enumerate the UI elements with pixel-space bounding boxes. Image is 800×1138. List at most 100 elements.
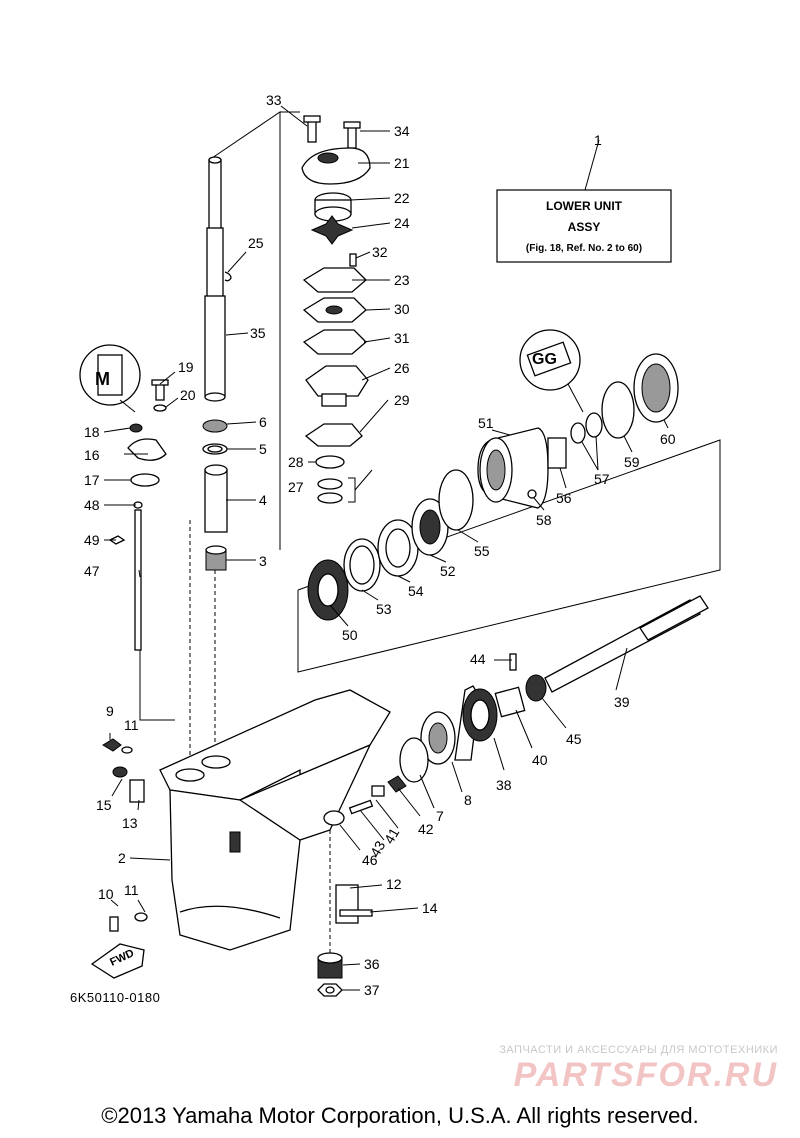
callout-32: 32 bbox=[372, 244, 388, 260]
seal-57a bbox=[570, 422, 586, 444]
callout-33: 33 bbox=[266, 92, 282, 108]
oring-17 bbox=[130, 473, 160, 487]
callout-46: 46 bbox=[362, 852, 378, 868]
callout-31: 31 bbox=[394, 330, 410, 346]
drive-shaft-lower bbox=[204, 295, 226, 397]
callout-30: 30 bbox=[394, 301, 410, 317]
callout-59: 59 bbox=[624, 454, 640, 470]
lower-casing-group: FWD bbox=[90, 689, 391, 997]
callout-8: 8 bbox=[464, 792, 472, 808]
callout-12: 12 bbox=[386, 876, 402, 892]
callout-20: 20 bbox=[180, 387, 196, 403]
assembly-legend: 1 LOWER UNIT ASSY (Fig. 18, Ref. No. 2 t… bbox=[496, 132, 672, 263]
callout-2: 2 bbox=[118, 850, 126, 866]
gasket-31 bbox=[302, 329, 367, 355]
callout-6: 6 bbox=[259, 414, 267, 430]
callout-56: 56 bbox=[556, 490, 572, 506]
plunger-43 bbox=[348, 799, 374, 815]
oring-27b bbox=[317, 492, 343, 504]
callout-15: 15 bbox=[96, 797, 112, 813]
trim-tab-12 bbox=[335, 884, 359, 924]
gasket-29 bbox=[304, 423, 363, 447]
callout-35: 35 bbox=[250, 325, 266, 341]
seal-57b bbox=[585, 412, 603, 438]
callout-51: 51 bbox=[478, 415, 494, 431]
washer-11b bbox=[134, 912, 148, 922]
callout-29: 29 bbox=[394, 392, 410, 408]
callout-7: 7 bbox=[436, 808, 444, 824]
pin-44 bbox=[509, 653, 517, 671]
housing-26 bbox=[305, 365, 369, 397]
callout-60: 60 bbox=[660, 431, 676, 447]
drive-shaft-group bbox=[202, 156, 232, 571]
bolt-33 bbox=[307, 119, 317, 143]
callout-16: 16 bbox=[84, 447, 100, 463]
callout-22: 22 bbox=[394, 190, 410, 206]
drive-shaft-mid bbox=[206, 227, 224, 299]
watermark-tagline: ЗАПЧАСТИ И АКСЕССУАРЫ ДЛЯ МОТОТЕХНИКИ bbox=[499, 1044, 778, 1056]
callout-48: 48 bbox=[84, 497, 100, 513]
callout-52: 52 bbox=[440, 563, 456, 579]
leader-lines bbox=[103, 105, 669, 991]
callout-58: 58 bbox=[536, 512, 552, 528]
oring-27a bbox=[317, 478, 343, 490]
callout-39: 39 bbox=[614, 694, 630, 710]
grease-badge-label: GG bbox=[532, 351, 557, 368]
seal-6 bbox=[202, 419, 228, 433]
washer-11a bbox=[121, 746, 133, 754]
callout-53: 53 bbox=[376, 601, 392, 617]
callout-3: 3 bbox=[259, 553, 267, 569]
callout-11b: 11 bbox=[124, 882, 139, 898]
callout-34: 34 bbox=[394, 123, 410, 139]
callout-26: 26 bbox=[394, 360, 410, 376]
callout-1: 1 bbox=[594, 132, 602, 148]
spring-42 bbox=[387, 775, 407, 793]
callout-21: 21 bbox=[394, 155, 410, 171]
watermark-logo: PARTSFOR.RU bbox=[513, 1056, 778, 1094]
callout-28: 28 bbox=[288, 454, 304, 470]
bolt-19 bbox=[155, 383, 165, 401]
slider-46 bbox=[323, 810, 345, 826]
pump-housing-21 bbox=[301, 147, 371, 185]
shim-7 bbox=[399, 737, 429, 783]
anode-13 bbox=[129, 779, 145, 803]
washer-20 bbox=[153, 404, 167, 412]
bearing-56 bbox=[547, 437, 567, 469]
gear-train-group: GG bbox=[307, 329, 709, 826]
callout-45: 45 bbox=[566, 731, 582, 747]
drive-shaft-upper bbox=[208, 159, 222, 231]
callout-13: 13 bbox=[122, 815, 138, 831]
callout-44: 44 bbox=[470, 651, 486, 667]
shift-rod-47 bbox=[134, 509, 142, 651]
bolt-9 bbox=[102, 738, 122, 752]
callout-42: 42 bbox=[418, 821, 434, 837]
legend-reference: (Fig. 18, Ref. No. 2 to 60) bbox=[526, 243, 642, 254]
diagram-code: 6K50110-0180 bbox=[70, 990, 161, 1005]
pin-41 bbox=[371, 785, 385, 797]
dog-clutch-40 bbox=[494, 686, 526, 718]
nut-15 bbox=[112, 766, 128, 778]
callout-41: 41 bbox=[381, 825, 403, 847]
copyright-notice: ©2013 Yamaha Motor Corporation, U.S.A. A… bbox=[101, 1103, 699, 1128]
bolt-34 bbox=[347, 125, 357, 149]
woodruff-key-25 bbox=[224, 271, 232, 282]
plug-10 bbox=[109, 916, 119, 932]
shift-rod-group: M bbox=[79, 344, 169, 651]
callout-54: 54 bbox=[408, 583, 424, 599]
callout-5: 5 bbox=[259, 441, 267, 457]
callout-49: 49 bbox=[84, 532, 100, 548]
callout-57: 57 bbox=[594, 471, 610, 487]
callout-55: 55 bbox=[474, 543, 490, 559]
callout-37: 37 bbox=[364, 982, 380, 998]
callout-10: 10 bbox=[98, 886, 114, 902]
impeller-24 bbox=[310, 215, 354, 245]
bolt-14 bbox=[339, 909, 373, 917]
fwd-arrow bbox=[90, 943, 145, 979]
legend-title: LOWER UNIT bbox=[546, 199, 623, 213]
callout-9: 9 bbox=[106, 703, 114, 719]
callout-23: 23 bbox=[394, 272, 410, 288]
callout-19: 19 bbox=[178, 359, 194, 375]
callout-11a: 11 bbox=[124, 717, 139, 733]
callout-numbers: 2 3 4 5 6 7 8 9 10 11 11 12 13 14 15 16 … bbox=[84, 92, 676, 998]
